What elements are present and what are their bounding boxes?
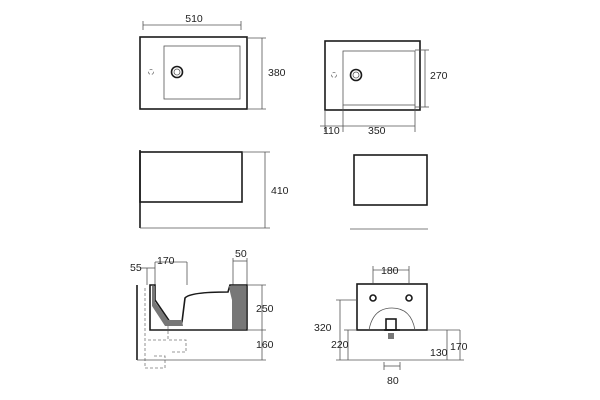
drain-outer [170, 65, 184, 79]
side-section: 55 170 50 250 160 [130, 248, 274, 369]
basin-section-fill [152, 286, 183, 326]
fixing-hole-right [405, 294, 413, 302]
dim-label-170-right: 170 [450, 341, 468, 353]
basin-outline [139, 36, 248, 110]
dim-label-380: 380 [268, 67, 286, 79]
dim-label-160: 160 [256, 339, 274, 351]
plan-view-right: 270 110 350 [320, 40, 448, 137]
basin-front [139, 151, 243, 203]
dim-label-320: 320 [314, 322, 332, 334]
waste-outlet [385, 318, 397, 331]
basin-rear [356, 283, 428, 331]
basin-outline-right [324, 40, 421, 111]
waste-pipe [388, 333, 394, 339]
dim-label-170: 170 [157, 255, 175, 267]
plan-view-left: 510 380 [139, 13, 286, 110]
dim-label-510: 510 [185, 13, 203, 25]
dim-label-350: 350 [368, 125, 386, 137]
front-elevation-left: 410 [139, 150, 289, 229]
drain-outer-right [349, 68, 363, 82]
basin-front-right [353, 154, 428, 206]
drain-inner [173, 68, 181, 76]
front-elevation-right [350, 154, 428, 230]
dim-label-270: 270 [430, 70, 448, 82]
dim-label-410: 410 [271, 185, 289, 197]
basin-bowl [163, 45, 241, 100]
dim-label-130: 130 [430, 347, 448, 359]
dim-label-220: 220 [331, 339, 349, 351]
tap-hole [148, 69, 154, 75]
rear-arch [368, 307, 416, 331]
dim-label-80: 80 [387, 375, 399, 387]
dim-label-250: 250 [256, 303, 274, 315]
rear-elevation: 180 320 220 130 170 80 [314, 265, 468, 387]
trap-outline [144, 288, 166, 369]
basin-bowl-right [342, 50, 416, 106]
dim-label-55: 55 [130, 262, 142, 274]
dim-label-50: 50 [235, 248, 247, 260]
tap-hole-right [331, 72, 337, 78]
dim-label-110: 110 [323, 125, 340, 137]
fixing-hole-left [369, 294, 377, 302]
dim-label-180: 180 [381, 265, 399, 277]
